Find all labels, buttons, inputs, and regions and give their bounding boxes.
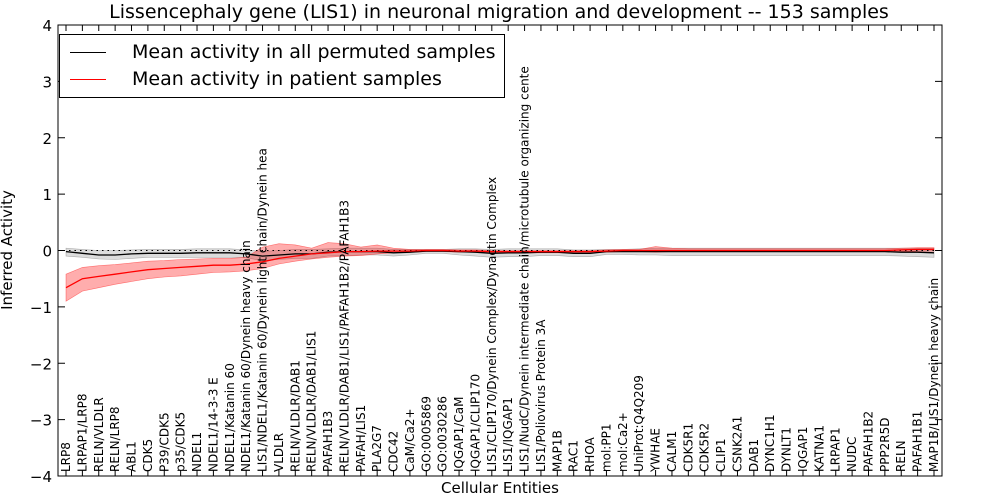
x-tick-label: PAFAH1B1 <box>911 411 925 472</box>
legend-item-patient: Mean activity in patient samples <box>70 66 442 92</box>
x-tick-label: PLA2G7 <box>370 425 384 472</box>
x-tick-label: LIS1/NDEL1/Katanin 60/Dynein light chain… <box>256 148 270 472</box>
x-tick-label: DYNC1H1 <box>763 414 777 472</box>
x-tick-label: MAP1B/LIS1/Dynein heavy chain <box>927 278 941 472</box>
x-tick-label: CLIP1 <box>714 439 728 472</box>
legend-swatch-permuted <box>70 51 106 53</box>
x-tick-label: DAB1 <box>747 439 761 472</box>
series-lines <box>58 248 942 289</box>
x-tick-label: KATNA1 <box>812 425 826 472</box>
x-tick-label: IQGAP1/CLIP170 <box>468 374 482 472</box>
y-tick-label: −1 <box>30 299 52 317</box>
x-tick-label: UniProt:Q4Q209 <box>632 375 646 472</box>
y-tick-label: −4 <box>30 468 52 486</box>
y-tick-label: 3 <box>42 73 52 91</box>
y-tick-label: −2 <box>30 355 52 373</box>
x-tick-label: LRPAP1 <box>829 427 843 472</box>
legend-swatch-patient <box>70 78 106 80</box>
x-tick-label: NDEL1/Katanin 60 <box>223 363 237 472</box>
x-tick-label: P39/CDK5 <box>157 412 171 472</box>
x-tick-label: RELN/LRP8 <box>108 406 122 472</box>
y-tick-label: 1 <box>42 186 52 204</box>
x-tick-label: mol:PP1 <box>600 424 614 473</box>
x-tick-label: LIS1/NudC/Dynein intermediate chain/micr… <box>518 66 532 472</box>
x-tick-label: LRP8 <box>59 442 73 472</box>
y-tick-label: 2 <box>42 130 52 148</box>
x-tick-label: RELN/VLDLR <box>92 397 106 472</box>
legend-item-permuted: Mean activity in all permuted samples <box>70 39 495 65</box>
x-tick-label: RELN/VLDLR/DAB1/LIS1/PAFAH1B2/PAFAH1B3 <box>337 200 351 472</box>
x-tick-label: RELN <box>894 440 908 472</box>
y-tick-label: −3 <box>30 412 52 430</box>
x-tick-label: PAFAH1B3 <box>321 411 335 472</box>
x-tick-label: GO:0005869 <box>419 396 433 472</box>
legend-label-permuted: Mean activity in all permuted samples <box>132 41 496 63</box>
x-tick-label: RELN/VLDLR/DAB1/LIS1 <box>305 331 319 472</box>
y-tick-label: 0 <box>42 243 52 261</box>
x-tick-label: CDK5R1 <box>681 423 695 472</box>
x-tick-label: ABL1 <box>125 441 139 472</box>
x-tick-label: IQGAP1 <box>796 427 810 472</box>
legend: Mean activity in all permuted samples Me… <box>59 34 505 98</box>
x-tick-label: CDK5R2 <box>698 423 712 472</box>
x-tick-label: LIS1/Poliovirus Protein 3A <box>534 319 548 472</box>
x-tick-label: CSNK2A1 <box>731 416 745 472</box>
x-tick-label: RHOA <box>583 436 597 472</box>
line-series-0 <box>65 250 935 257</box>
x-tick-label: LRPAP1/LRP8 <box>75 394 89 473</box>
x-tick-label: CALM1 <box>665 431 679 472</box>
x-tick-label: LIS1/IQGAP1 <box>501 397 515 472</box>
x-tick-label: CaM/Ca2+ <box>403 408 417 472</box>
x-tick-label: PAFAH/LIS1 <box>354 405 368 472</box>
x-tick-label: LIS1/CLIP170/Dynein Complex/Dynactin Com… <box>485 177 499 472</box>
legend-label-patient: Mean activity in patient samples <box>132 68 442 90</box>
x-axis-label: Cellular Entities <box>441 479 559 497</box>
x-tick-label: PPP2R5D <box>878 417 892 472</box>
x-tick-label: NDEL1/Katanin 60/Dynein heavy chain <box>239 240 253 472</box>
x-tick-label: NDEL1/14-3-3 E <box>206 377 220 472</box>
x-tick-label: NUDC <box>845 437 859 472</box>
chart-title: Lissencephaly gene (LIS1) in neuronal mi… <box>109 1 889 23</box>
y-axis-label: Inferred Activity <box>0 190 16 310</box>
x-tick-label: CDC42 <box>387 431 401 472</box>
x-tick-label: NDEL1 <box>190 432 204 472</box>
x-tick-label: p35/CDK5 <box>174 412 188 472</box>
x-tick-label: VLDLR <box>272 433 286 472</box>
x-tick-label: GO:0030286 <box>436 396 450 472</box>
plot-frame <box>57 24 943 477</box>
y-tick-label: 4 <box>42 17 52 35</box>
x-tick-label: DYNLT1 <box>780 427 794 472</box>
x-tick-label: YWHAE <box>649 428 663 473</box>
x-tick-label: PAFAH1B2 <box>862 411 876 472</box>
x-tick-label: IQGAP1/CaM <box>452 397 466 473</box>
x-tick-label: mol:Ca2+ <box>616 412 630 472</box>
x-tick-label: RELN/VLDLR/DAB1 <box>288 360 302 472</box>
x-tick-label: MAP1B <box>550 430 564 472</box>
x-tick-label: CDK5 <box>141 439 155 472</box>
x-tick-label: RAC1 <box>567 440 581 472</box>
line-series-1 <box>65 248 934 289</box>
